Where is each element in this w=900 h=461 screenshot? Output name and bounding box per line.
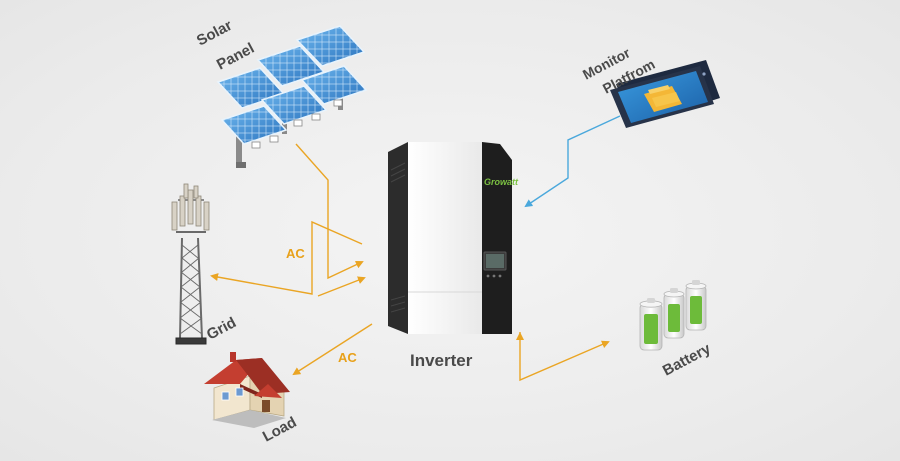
monitor-to-inverter-line xyxy=(524,115,621,208)
battery-line xyxy=(519,332,610,382)
battery-icon xyxy=(639,280,707,351)
house-icon xyxy=(204,352,290,428)
inverter-to-load-line xyxy=(292,323,373,376)
grid-ac-label: AC xyxy=(286,246,305,261)
grid-return-line xyxy=(317,276,366,297)
monitor-phone-icon xyxy=(610,60,720,128)
inverter-label: Inverter xyxy=(410,351,473,370)
inverter-icon: Growatt xyxy=(388,142,519,334)
solar-to-inverter-line xyxy=(295,143,364,280)
load-ac-label: AC xyxy=(338,350,357,365)
battery-label: Battery xyxy=(660,340,714,380)
grid-tower-icon xyxy=(171,183,210,345)
solar-panel-icon xyxy=(216,25,368,168)
solar-label-line2: Panel xyxy=(214,40,257,74)
solar-label-line1: Solar xyxy=(194,17,235,50)
inverter-to-grid-line xyxy=(210,220,363,295)
inverter-brand-logo: Growatt xyxy=(484,177,519,187)
grid-label: Grid xyxy=(204,314,239,343)
